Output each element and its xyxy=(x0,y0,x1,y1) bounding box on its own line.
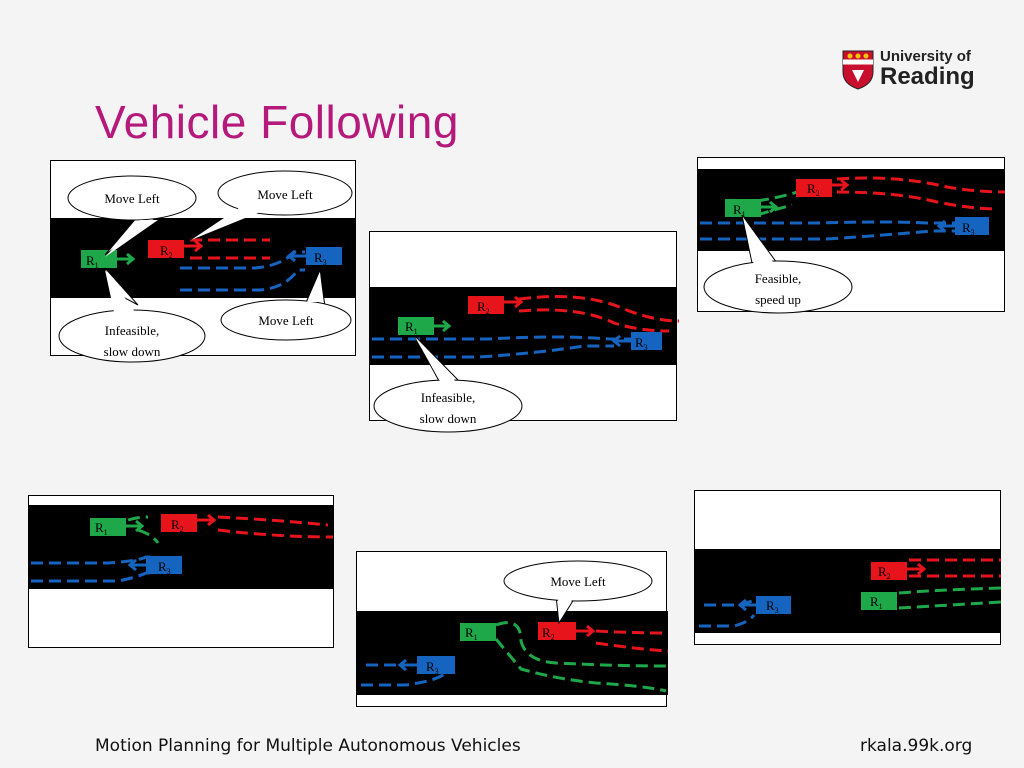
vehicle-r1-label: R1 xyxy=(465,625,478,642)
vehicle-r1-label: R1 xyxy=(86,253,99,270)
vehicle-r3 xyxy=(756,596,791,614)
vehicle-r2-label: R2 xyxy=(542,625,555,642)
bubble-speed-up: speed up xyxy=(755,292,801,307)
vehicle-r1-label: R1 xyxy=(870,594,883,611)
logo-line1: University of xyxy=(880,48,971,65)
vehicle-r1 xyxy=(398,317,434,335)
vehicle-r3 xyxy=(631,332,662,350)
vehicle-r2 xyxy=(796,179,832,197)
vehicle-r2 xyxy=(871,562,907,580)
vehicle-r1-label: R1 xyxy=(95,520,108,537)
bubble-slow-down: slow down xyxy=(420,411,477,426)
bubble-move-left: Move Left xyxy=(550,574,606,589)
vehicle-r2-label: R2 xyxy=(160,243,173,260)
scene-4: R2 R1 R3 xyxy=(28,495,334,648)
vehicle-r1-label: R1 xyxy=(733,202,746,219)
vehicle-r2 xyxy=(468,296,504,314)
vehicle-r3 xyxy=(146,556,182,574)
bubble-move-left-r1: Move Left xyxy=(104,191,160,206)
scene-6: R2 R1 R3 xyxy=(694,490,1002,645)
vehicle-r2-label: R2 xyxy=(878,564,891,581)
vehicle-r1 xyxy=(725,199,761,217)
logo-line2: Reading xyxy=(880,63,975,90)
road xyxy=(356,611,668,695)
bubble-infeasible-l1: Infeasible, xyxy=(105,323,160,338)
vehicle-r1-label: R1 xyxy=(405,319,418,336)
vehicle-r2-label: R2 xyxy=(807,181,820,198)
bubble-move-left-r3: Move Left xyxy=(258,313,314,328)
bubble-feasible-l1: Feasible, xyxy=(755,271,802,286)
vehicle-r2-label: R2 xyxy=(171,517,184,534)
vehicle-r3-label: R3 xyxy=(962,220,975,237)
vehicle-r1 xyxy=(460,623,496,641)
footer-course-title: Motion Planning for Multiple Autonomous … xyxy=(95,736,521,756)
crest-icon xyxy=(842,50,874,90)
slide-title: Vehicle Following xyxy=(95,96,459,148)
scene-3: R2 R1 R3 Feasible, speed up xyxy=(697,157,1006,314)
vehicle-r1 xyxy=(90,518,126,536)
vehicle-r3 xyxy=(306,247,342,265)
vehicle-r3-label: R3 xyxy=(158,559,171,576)
vehicle-r3-label: R3 xyxy=(766,598,779,615)
bubble-infeasible-l1: Infeasible, xyxy=(421,390,476,405)
vehicle-r3 xyxy=(417,656,455,674)
scene-5: R2 R1 R3 Move Left xyxy=(356,551,669,707)
scene-2: R2 R1 R3 Infeasible, slow down xyxy=(369,231,680,433)
university-logo: University of Reading xyxy=(842,48,982,94)
scene-1: R2 R1 R3 Move Left Move Left Move Left I… xyxy=(50,160,356,363)
footer-website: rkala.99k.org xyxy=(860,736,973,756)
vehicle-r3-label: R3 xyxy=(314,250,327,267)
vehicle-r2 xyxy=(161,514,197,532)
vehicle-r2 xyxy=(538,622,576,640)
vehicle-r2-label: R2 xyxy=(477,299,490,316)
road xyxy=(694,549,1001,633)
vehicle-r1 xyxy=(861,592,897,610)
vehicle-r3 xyxy=(955,217,989,235)
bubble-slow-down: slow down xyxy=(104,344,161,359)
vehicle-r3-label: R3 xyxy=(426,659,439,676)
bubble-move-left-r2: Move Left xyxy=(257,187,313,202)
vehicle-r2 xyxy=(148,240,184,258)
vehicle-r3-label: R3 xyxy=(635,335,648,352)
